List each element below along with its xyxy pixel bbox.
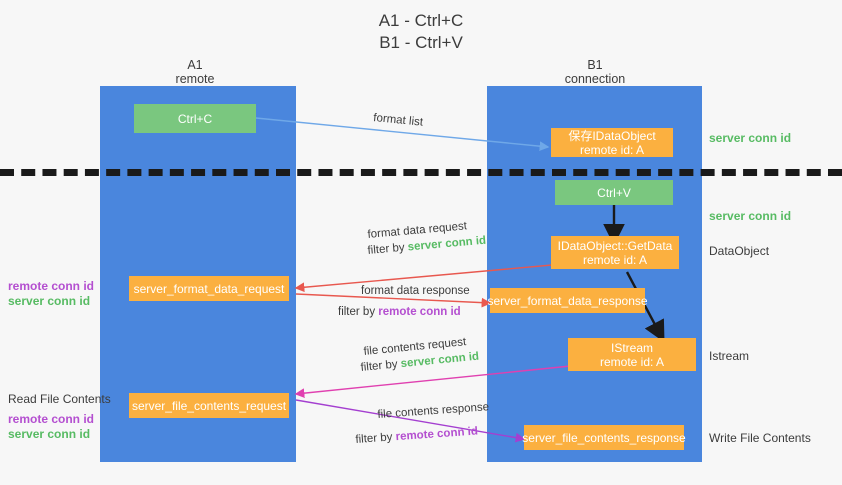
node-server-file-contents-request-label: server_file_contents_request	[131, 398, 287, 413]
node-server-format-data-request-label: server_format_data_request	[133, 281, 285, 296]
filter-by-text: filter by	[355, 431, 397, 446]
node-ctrl-v-label: Ctrl+V	[597, 185, 631, 200]
lane-header-b1: B1 connection	[520, 58, 670, 86]
node-server-file-contents-response-label: server_file_contents_response	[522, 430, 686, 445]
node-server-file-contents-response[interactable]: server_file_contents_response	[522, 425, 686, 450]
node-save-idataobject-line1: 保存IDataObject	[568, 128, 656, 143]
edge-label-format-data-response: format data response	[361, 285, 470, 297]
filter-by-text: filter by	[360, 358, 402, 374]
node-server-format-data-request[interactable]: server_format_data_request	[129, 276, 289, 301]
side-label-write-file-contents: Write File Contents	[709, 431, 811, 445]
side-label-server-conn-id-top: server conn id	[709, 131, 792, 145]
remote-conn-id-text: remote conn id	[378, 306, 461, 318]
side-label-server-conn-id-upper: server conn id	[8, 294, 91, 308]
node-server-file-contents-request[interactable]: server_file_contents_request	[129, 393, 289, 418]
node-getdata-line1: IDataObject::GetData	[557, 238, 673, 253]
node-getdata-line2: remote id: A	[582, 252, 648, 267]
side-label-remote-conn-id-upper: remote conn id	[8, 279, 95, 293]
arrow-file-contents-request	[294, 362, 601, 399]
lane-b1-sub: connection	[564, 72, 626, 86]
page-title: A1 - Ctrl+C B1 - Ctrl+V	[378, 11, 464, 52]
node-istream[interactable]: IStream remote id: A	[568, 338, 696, 371]
node-istream-line1: IStream	[610, 340, 653, 355]
lane-a1-sub: remote	[175, 72, 215, 86]
side-label-server-conn-id-lower: server conn id	[8, 427, 91, 441]
side-label-remote-conn-id-lower: remote conn id	[8, 412, 95, 426]
lane-header-a1: A1 remote	[120, 58, 270, 86]
node-save-idataobject-line2: remote id: A	[579, 142, 645, 157]
node-server-format-data-response[interactable]: server_format_data_response	[487, 288, 648, 313]
arrow-format-data-response	[295, 293, 492, 308]
node-idataobject-getdata[interactable]: IDataObject::GetData remote id: A	[551, 236, 679, 269]
side-label-dataobject: DataObject	[709, 244, 770, 258]
edge-label-format-data-response-filter: filter by remote conn id	[338, 305, 461, 320]
lane-a1-name: A1	[187, 58, 203, 72]
filter-by-text: filter by	[338, 306, 379, 318]
node-save-idataobject[interactable]: 保存IDataObject remote id: A	[551, 128, 673, 157]
node-ctrl-c-label: Ctrl+C	[177, 111, 213, 126]
node-ctrl-v[interactable]: Ctrl+V	[555, 180, 673, 205]
filter-by-text: filter by	[367, 241, 409, 257]
arrow-format-list	[255, 117, 550, 152]
side-label-istream: Istream	[709, 349, 750, 363]
side-label-read-file-contents: Read File Contents	[8, 392, 111, 406]
lane-b1-name: B1	[587, 58, 603, 72]
side-label-server-conn-id-mid: server conn id	[709, 209, 792, 223]
paste-boundary-divider	[0, 169, 842, 176]
node-istream-line2: remote id: A	[599, 354, 665, 369]
arrow-file-contents-response	[295, 399, 526, 443]
node-server-format-data-response-label: server_format_data_response	[487, 293, 648, 308]
node-ctrl-c[interactable]: Ctrl+C	[134, 104, 256, 133]
